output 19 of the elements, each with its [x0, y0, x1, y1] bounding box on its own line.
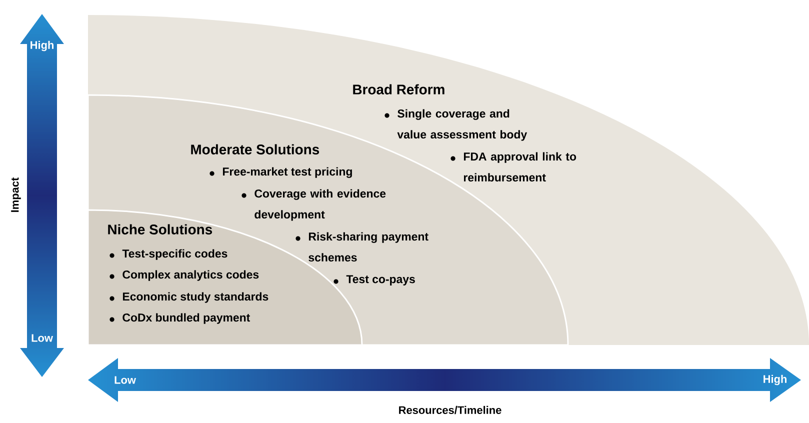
heading: Moderate Solutions — [191, 144, 320, 154]
axis-end-label: Low — [114, 376, 136, 384]
axis-end-label: High — [30, 40, 54, 52]
bullet-item: Single coverage and value assessment body — [384, 109, 528, 141]
bullet-item: CoDx bundled payment — [110, 313, 250, 324]
axis-end-label: High — [764, 374, 786, 386]
bullet-item: Free-market test pricing — [210, 167, 352, 178]
heading: Broad Reform — [353, 84, 444, 94]
bullet-item: FDA approval link to reimbursement — [450, 152, 576, 182]
heading: Niche Solutions — [108, 224, 212, 234]
bullet-item: Risk-sharing payment schemes — [296, 232, 428, 262]
bullet-item: Test-specific codes — [110, 249, 228, 260]
axis-title: Resources/Timeline — [399, 406, 502, 414]
bullet-item: Coverage with evidence development — [242, 189, 386, 221]
bullet-item: Economic study standards — [110, 292, 268, 303]
bullet-item: Complex analytics codes — [110, 270, 259, 281]
axis-end-label: Low — [32, 334, 53, 342]
axis-title: Impact — [11, 177, 21, 212]
bullet-item: Test co-pays — [334, 275, 415, 286]
